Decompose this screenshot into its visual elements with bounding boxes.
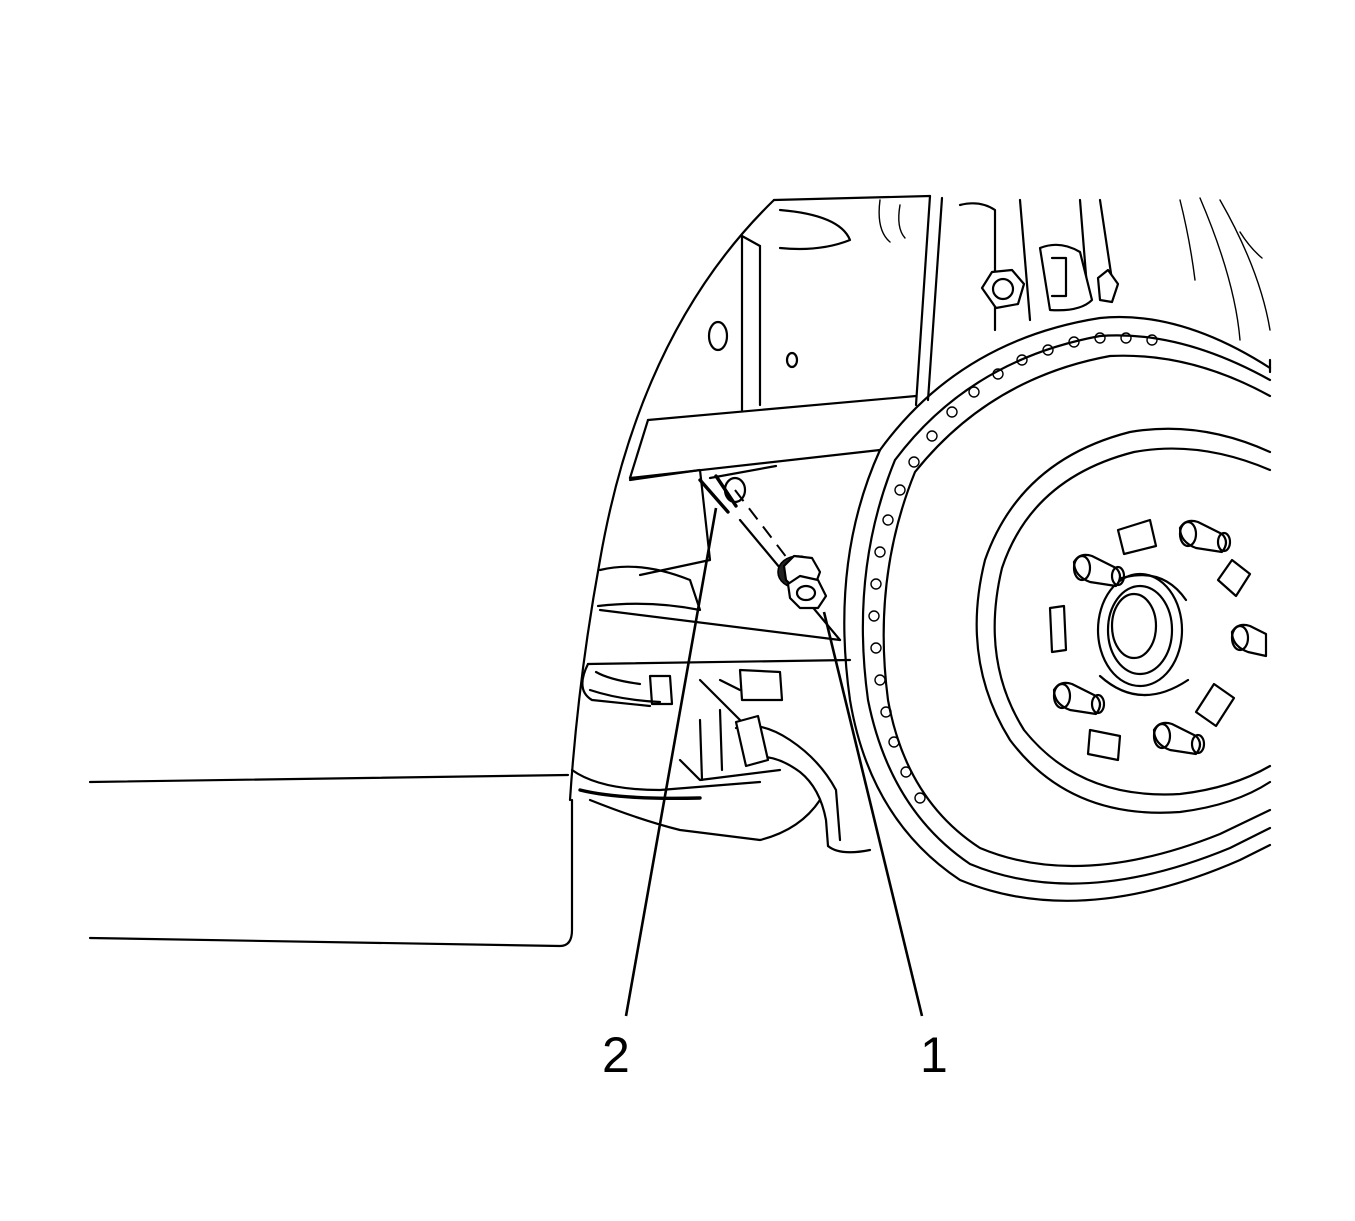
wheel-stud — [1230, 623, 1268, 658]
wheel-studs — [1052, 519, 1268, 756]
hub-slots — [1048, 518, 1252, 762]
lower-suspension — [570, 468, 852, 842]
leader-line-2 — [624, 507, 718, 1017]
leader-line-1 — [822, 611, 924, 1017]
wheel-stud — [1072, 553, 1126, 588]
bracket-bolt-assembly — [698, 464, 842, 642]
brake-hose — [734, 714, 872, 854]
wheel-well-arc — [568, 198, 776, 802]
wheel-stud — [1152, 721, 1206, 756]
upper-frame — [707, 194, 1271, 412]
rotor-hub — [975, 427, 1272, 814]
rotor-drilled-holes — [868, 332, 1158, 804]
upper-mount-bolt — [980, 243, 1120, 312]
callout-label-1: 1 — [920, 1027, 948, 1083]
fender-panel — [88, 773, 574, 948]
callout-label-2: 2 — [602, 1027, 630, 1083]
nut — [777, 554, 828, 610]
wheel-stud — [1052, 681, 1106, 716]
wheel-stud — [1178, 519, 1232, 554]
brake-rotor — [843, 315, 1272, 902]
